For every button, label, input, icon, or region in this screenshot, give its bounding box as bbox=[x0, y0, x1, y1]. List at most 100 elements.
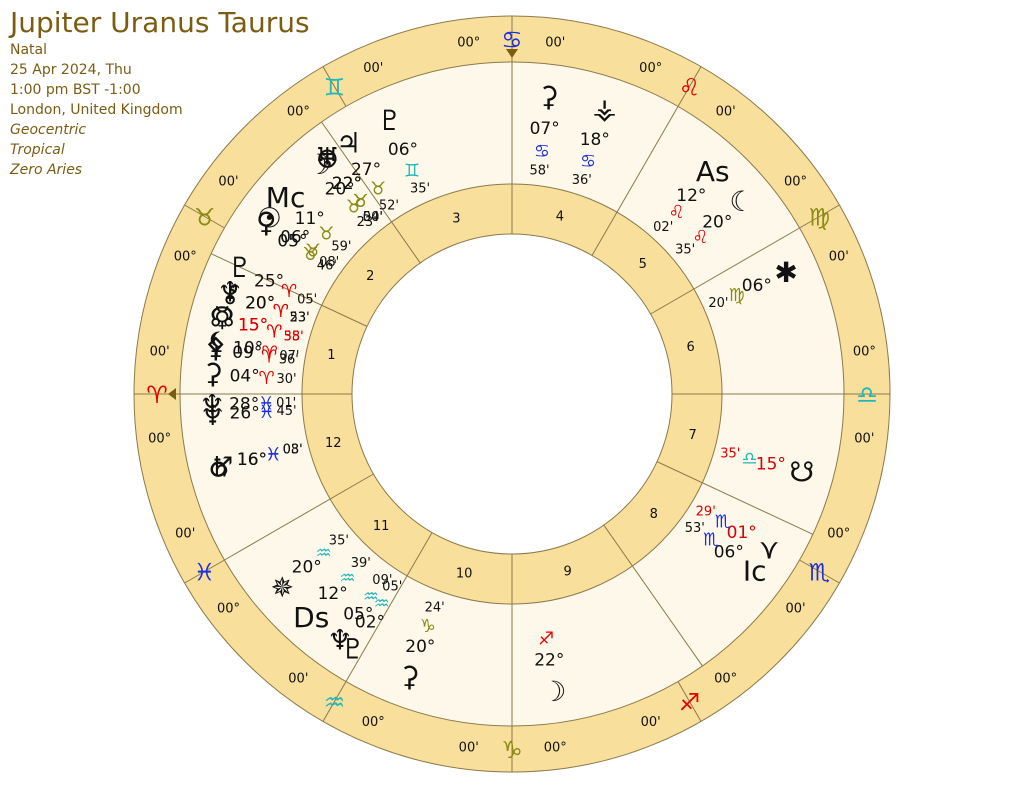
planet-minute: 07' bbox=[279, 349, 299, 364]
planet-glyph-moon: ☽ bbox=[307, 148, 332, 181]
planet-sign: ♈ bbox=[281, 281, 297, 302]
planet-sign: ♈ bbox=[273, 301, 289, 322]
planet-sign: ♓ bbox=[265, 445, 281, 466]
planet-glyph-mc: Mc bbox=[266, 181, 306, 214]
planet-sign: ♈ bbox=[266, 321, 282, 342]
sign-divider bbox=[322, 66, 347, 107]
planet-minute: 09' bbox=[372, 573, 392, 588]
center-circle bbox=[351, 233, 673, 555]
planet-degree: 16° bbox=[237, 450, 267, 470]
sign-degree: 00° bbox=[639, 61, 662, 76]
planet-degree: 15° bbox=[238, 316, 268, 336]
planet-degree: 28° bbox=[229, 394, 259, 414]
house-number: 6 bbox=[687, 340, 695, 355]
planet-sign: ♉ bbox=[305, 240, 321, 261]
sign-divider bbox=[799, 204, 840, 229]
sign-minute: 00' bbox=[854, 431, 874, 446]
house-cusp bbox=[345, 532, 433, 682]
house-number: 8 bbox=[650, 507, 658, 522]
house-cusp bbox=[210, 253, 368, 327]
sign-glyph-capricorn: ♑ bbox=[501, 736, 523, 764]
planet-glyph-uranus: ♅ bbox=[315, 142, 340, 175]
planet-glyph-pisces-pt: ♆ bbox=[200, 399, 225, 432]
house-cusp bbox=[656, 461, 814, 535]
sign-minute: 00' bbox=[150, 345, 170, 360]
planet-minute: 39' bbox=[351, 556, 371, 571]
planet-glyph-ds: Ds bbox=[293, 601, 329, 634]
planet-minute: 30' bbox=[276, 372, 296, 387]
planet-degree: 10° bbox=[233, 338, 263, 358]
house-number: 4 bbox=[556, 209, 564, 224]
planet-glyph-ic: Ic bbox=[743, 554, 767, 587]
sign-minute: 00' bbox=[218, 174, 238, 189]
planet-glyph-capricorn-pt: ⚳ bbox=[399, 660, 420, 693]
sign-glyph-gemini: ♊ bbox=[324, 74, 346, 102]
planet-glyph-chiron-like: ⚳ bbox=[202, 357, 223, 390]
planet-minute: 04' bbox=[363, 210, 383, 225]
sign-degree: 00° bbox=[174, 249, 197, 264]
chart-ayanamsa: Zero Aries bbox=[10, 162, 83, 178]
sign-glyph-cancer: ♋ bbox=[501, 26, 523, 54]
sign-divider bbox=[677, 66, 702, 107]
house-number: 12 bbox=[325, 436, 342, 451]
planet-degree: 18° bbox=[580, 130, 610, 150]
planet-minute: 05' bbox=[382, 580, 402, 595]
planet-sign: ♉ bbox=[346, 197, 362, 218]
sign-minute: 00' bbox=[459, 740, 479, 755]
planet-degree: 01° bbox=[727, 523, 757, 543]
house-number: 7 bbox=[688, 428, 696, 443]
chart-kind: Natal bbox=[10, 42, 48, 58]
planet-minute: 01' bbox=[276, 396, 296, 411]
planet-minute: 08' bbox=[319, 255, 339, 270]
sign-minute: 00' bbox=[641, 715, 661, 730]
planet-glyph-proserpina: ♇ bbox=[377, 104, 402, 137]
planet-sign: ♍ bbox=[729, 285, 745, 306]
planet-glyph-moon2: ☾ bbox=[729, 185, 754, 218]
house-number: 2 bbox=[366, 269, 374, 284]
planet-sign: ♓ bbox=[265, 445, 281, 466]
planet-glyph-hades: ♇ bbox=[228, 251, 253, 284]
planet-glyph-southnode: ☋ bbox=[789, 456, 814, 489]
chart-zodiac: Tropical bbox=[10, 142, 65, 158]
sign-glyph-scorpio: ♏ bbox=[809, 559, 831, 587]
planet-glyph-pars: ⊕ bbox=[316, 142, 339, 175]
planet-minute: 03' bbox=[283, 443, 303, 458]
planet-degree: 12° bbox=[318, 584, 348, 604]
planet-degree: 20° bbox=[292, 557, 322, 577]
house-number: 3 bbox=[452, 212, 460, 227]
chart-time: 1:00 pm BST -1:00 bbox=[10, 82, 141, 98]
sign-minute: 00' bbox=[785, 602, 805, 617]
planet-minute: 46' bbox=[317, 258, 337, 273]
sign-glyph-leo: ♌ bbox=[679, 74, 701, 102]
chart-date: 25 Apr 2024, Thu bbox=[10, 62, 132, 78]
planet-minute: 23' bbox=[357, 215, 377, 230]
planet-sign: ♒ bbox=[374, 594, 390, 615]
house-number: 11 bbox=[373, 519, 390, 534]
planet-degree: 20° bbox=[405, 637, 435, 657]
planet-degree: 04° bbox=[230, 366, 260, 386]
sign-glyph-pisces: ♓ bbox=[194, 559, 216, 587]
planet-degree: 15° bbox=[238, 316, 268, 336]
sign-degree: 00° bbox=[544, 740, 567, 755]
sign-glyph-aquarius: ♒ bbox=[324, 688, 346, 716]
planet-minute: 23' bbox=[290, 311, 310, 326]
sign-minute: 00' bbox=[716, 104, 736, 119]
planet-minute: 53' bbox=[290, 311, 310, 326]
planet-glyph-mercury: ☿ bbox=[214, 300, 231, 333]
planet-sign: ♒ bbox=[363, 587, 379, 608]
planet-minute: 35' bbox=[720, 446, 740, 461]
planet-degree: 25° bbox=[254, 272, 284, 292]
planet-sign: ♉ bbox=[352, 191, 368, 212]
planet-glyph-ic2: ⋎ bbox=[759, 533, 780, 566]
sign-degree: 00° bbox=[457, 36, 480, 51]
sign-divider bbox=[184, 559, 225, 584]
planet-minute: 45' bbox=[276, 404, 296, 419]
planet-degree: 15° bbox=[756, 454, 786, 474]
sign-degree: 00° bbox=[853, 345, 876, 360]
planet-minute: 59' bbox=[331, 240, 351, 255]
planet-sign: ♉ bbox=[302, 244, 318, 265]
planet-glyph-poseidon: ♆ bbox=[218, 275, 243, 308]
planet-degree: 22° bbox=[332, 174, 362, 194]
planet-degree: 06° bbox=[388, 140, 418, 160]
planet-sign: ♐ bbox=[538, 629, 554, 650]
